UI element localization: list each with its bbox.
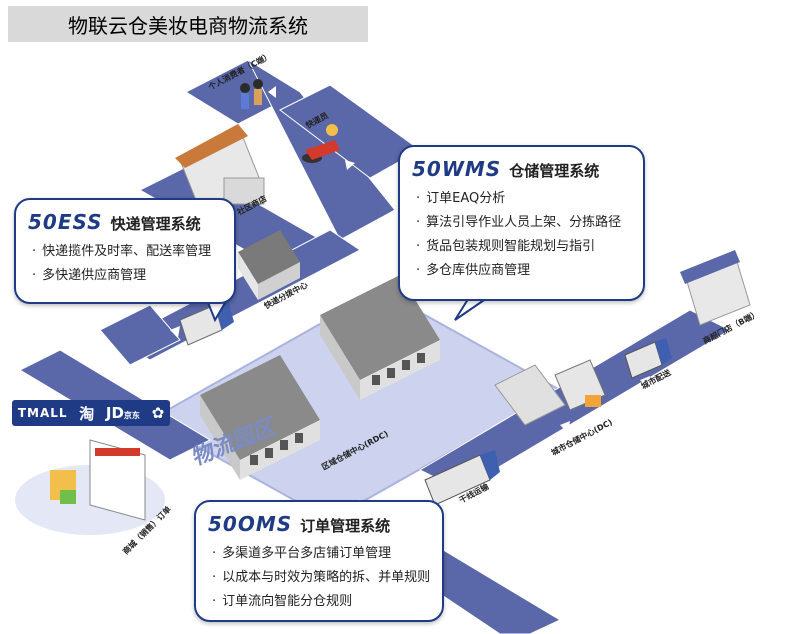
platform-logos: TMALL 淘 JD京东 ✿ xyxy=(12,400,170,426)
ess-system-name: 快递管理系统 xyxy=(110,215,201,233)
dc-warehouse xyxy=(494,359,606,426)
rdc-warehouse-front xyxy=(200,355,320,480)
taobao-logo: 淘 xyxy=(79,404,95,423)
oms-system-name: 订单管理系统 xyxy=(300,517,391,535)
consumer-figures xyxy=(240,79,263,109)
community-store xyxy=(175,124,265,211)
wms-brand: 50WMS xyxy=(412,157,502,181)
wms-item: 算法引导作业人员上架、分拣路径 xyxy=(416,211,643,235)
ess-callout: 50ESS 快递管理系统 快递揽件及时率、配送率管理 多快递供应商管理 xyxy=(14,198,236,304)
oms-item: 以成本与时效为策略的拆、并单规则 xyxy=(212,566,442,590)
retail-store xyxy=(680,250,751,326)
jd-logo-sub: 京东 xyxy=(123,411,140,420)
page-title: 物联云仓美妆电商物流系统 xyxy=(8,6,368,42)
ess-brand: 50ESS xyxy=(28,210,103,234)
courier-scooter xyxy=(302,124,340,163)
jd-logo-text: JD xyxy=(105,404,124,422)
wms-item: 货品包装规则智能规划与指引 xyxy=(416,235,643,259)
oms-item: 多渠道多平台多店铺订单管理 xyxy=(212,542,442,566)
jd-logo: JD京东 xyxy=(106,404,140,422)
wms-callout: 50WMS 仓储管理系统 订单EAQ分析 算法引导作业人员上架、分拣路径 货品包… xyxy=(398,145,645,301)
city-delivery-truck xyxy=(624,338,672,379)
wms-item: 多仓库供应商管理 xyxy=(416,259,643,283)
oms-item: 订单流向智能分仓规则 xyxy=(212,590,442,614)
rdc-warehouse-back xyxy=(320,275,440,400)
wms-item: 订单EAQ分析 xyxy=(416,187,643,211)
express-hub-building xyxy=(238,230,300,300)
wms-system-name: 仓储管理系统 xyxy=(509,162,600,180)
road-arrows xyxy=(170,86,650,478)
oms-brand: 50OMS xyxy=(208,512,293,536)
oms-callout: 50OMS 订单管理系统 多渠道多平台多店铺订单管理 以成本与时效为策略的拆、并… xyxy=(194,500,444,622)
ess-item: 快递揽件及时率、配送率管理 xyxy=(32,240,234,264)
ecommerce-screen xyxy=(15,439,165,535)
tmall-logo: TMALL xyxy=(17,406,68,420)
ess-item: 多快递供应商管理 xyxy=(32,264,234,288)
trunk-truck xyxy=(424,450,500,506)
other-platform-icon: ✿ xyxy=(151,404,165,422)
